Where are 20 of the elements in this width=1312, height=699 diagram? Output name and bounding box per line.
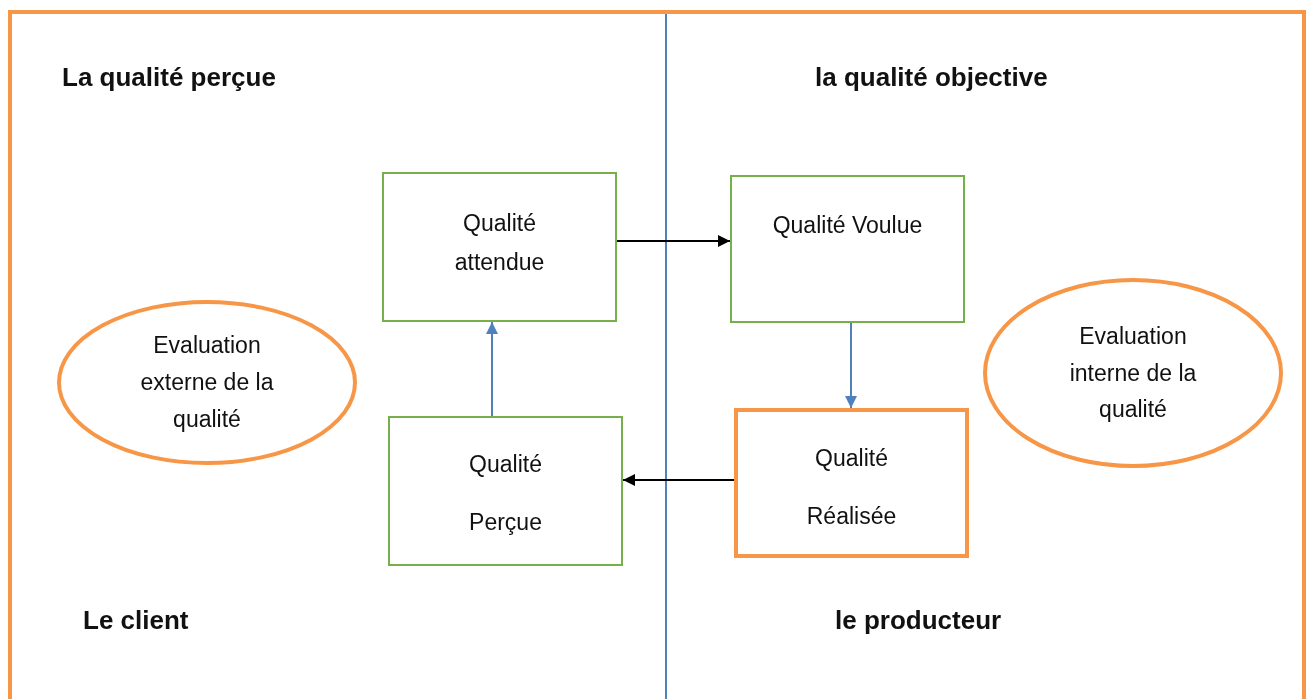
process-box — [382, 172, 617, 322]
node-text: Qualité Réalisée — [805, 444, 898, 531]
arrow — [486, 321, 498, 417]
evaluation-ellipse — [983, 278, 1283, 468]
section-heading: le producteur — [835, 605, 1002, 636]
process-box — [734, 408, 969, 558]
arrow — [845, 322, 857, 409]
node-text: Evaluation interne de la qualité — [1068, 321, 1198, 425]
process-box — [388, 416, 623, 566]
section-heading: Le client — [83, 605, 189, 636]
node-text: Evaluation externe de la qualité — [139, 331, 275, 434]
evaluation-ellipse — [57, 300, 357, 465]
process-box — [730, 175, 965, 323]
node-text: Qualité Voulue — [772, 211, 923, 240]
node-text: Qualité Perçue — [468, 450, 543, 537]
arrow — [622, 474, 735, 486]
node-text: Qualité attendue — [453, 209, 546, 278]
section-heading: la qualité objective — [815, 62, 1048, 93]
arrow — [616, 235, 731, 247]
section-heading: La qualité perçue — [62, 62, 276, 93]
